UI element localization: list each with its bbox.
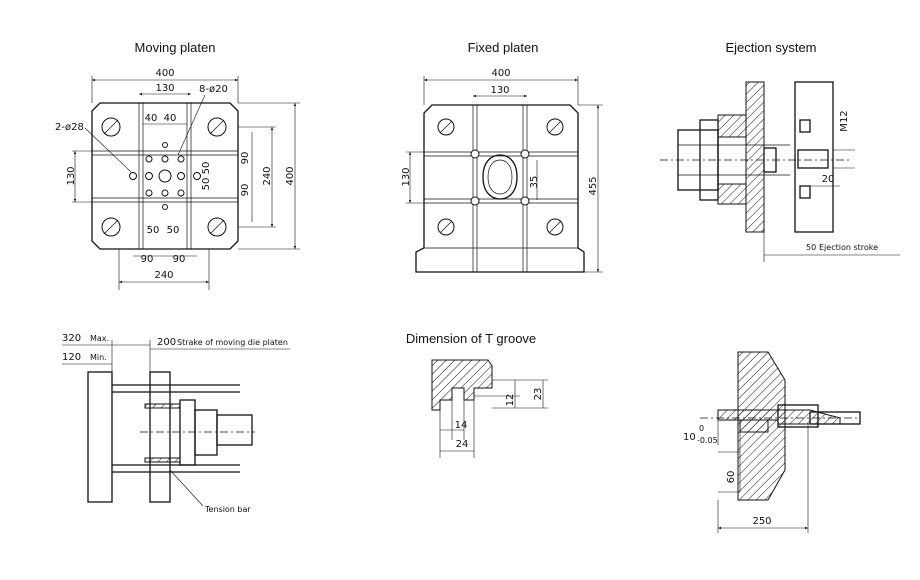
moving-platen-d90b: 90 (240, 184, 251, 197)
moving-stroke-label: Strake of moving die platen (177, 338, 288, 347)
max-distance-label: Max. (90, 334, 109, 343)
t-groove-d14: 14 (455, 420, 468, 431)
moving-platen-height-130: 130 (66, 166, 77, 185)
nozzle-tol-upper: 0 (699, 424, 704, 433)
moving-platen-d50b: 50 (201, 178, 212, 191)
moving-platen-bottom-240: 240 (154, 270, 173, 281)
stroke-view: 320 Max. 120 Min. 200 Strake of moving d… (62, 333, 290, 514)
fixed-platen-height-455: 455 (588, 176, 599, 195)
t-groove-view: Dimension of T groove 12 23 14 24 (406, 331, 548, 458)
ejection-system-view: Ejection system M12 20 50 Ejection strok… (660, 40, 900, 262)
moving-platen-height-240: 240 (262, 166, 273, 185)
moving-platen-d50d: 50 (167, 225, 180, 236)
tension-bar-label: Tension bar (204, 505, 251, 514)
moving-platen-title: Moving platen (135, 40, 216, 55)
moving-platen-8-holes-dim: 8-ø20 (199, 84, 228, 95)
fixed-platen-width-dim: 400 (491, 68, 510, 79)
moving-platen-d90d: 90 (173, 254, 186, 265)
nozzle-d10: 10 (683, 432, 696, 443)
fixed-platen-left-130: 130 (401, 167, 412, 186)
moving-platen-d40a: 40 (145, 113, 158, 124)
fixed-platen-view: Fixed platen 400 130 (401, 40, 603, 273)
ejection-system-title: Ejection system (725, 40, 816, 55)
min-distance-value: 120 (62, 352, 81, 363)
min-distance-label: Min. (90, 353, 107, 362)
fixed-platen-center-width-dim: 130 (490, 85, 509, 96)
t-groove-d23: 23 (533, 388, 544, 401)
moving-platen-view: Moving platen (55, 40, 300, 290)
ejection-stroke-label: Ejection stroke (819, 243, 878, 252)
moving-platen-height-400: 400 (285, 166, 296, 185)
moving-platen-d50a: 50 (201, 162, 212, 175)
moving-platen-d90a: 90 (240, 152, 251, 165)
t-groove-d24: 24 (456, 439, 469, 450)
nozzle-tol-lower: -0.05 (697, 436, 718, 445)
moving-platen-d40b: 40 (164, 113, 177, 124)
fixed-platen-d35: 35 (529, 176, 540, 189)
moving-platen-d90c: 90 (141, 254, 154, 265)
fixed-platen-title: Fixed platen (468, 40, 539, 55)
nozzle-d60: 60 (726, 471, 737, 484)
t-groove-title: Dimension of T groove (406, 331, 536, 346)
moving-platen-width-dim: 400 (155, 68, 174, 79)
t-groove-d12: 12 (505, 394, 516, 407)
moving-platen-d50c: 50 (147, 225, 160, 236)
moving-stroke-value: 200 (157, 337, 176, 348)
moving-platen-2-holes-dim: 2-ø28 (55, 122, 84, 133)
ejection-thread-dim: M12 (839, 110, 850, 131)
nozzle-view: 10 0 -0.05 60 250 (683, 351, 861, 533)
ejection-stroke-value: 50 (806, 243, 816, 252)
ejection-d20-dim: 20 (822, 174, 835, 185)
moving-platen-center-width-dim: 130 (155, 83, 174, 94)
max-distance-value: 320 (62, 333, 81, 344)
nozzle-d250: 250 (752, 516, 771, 527)
